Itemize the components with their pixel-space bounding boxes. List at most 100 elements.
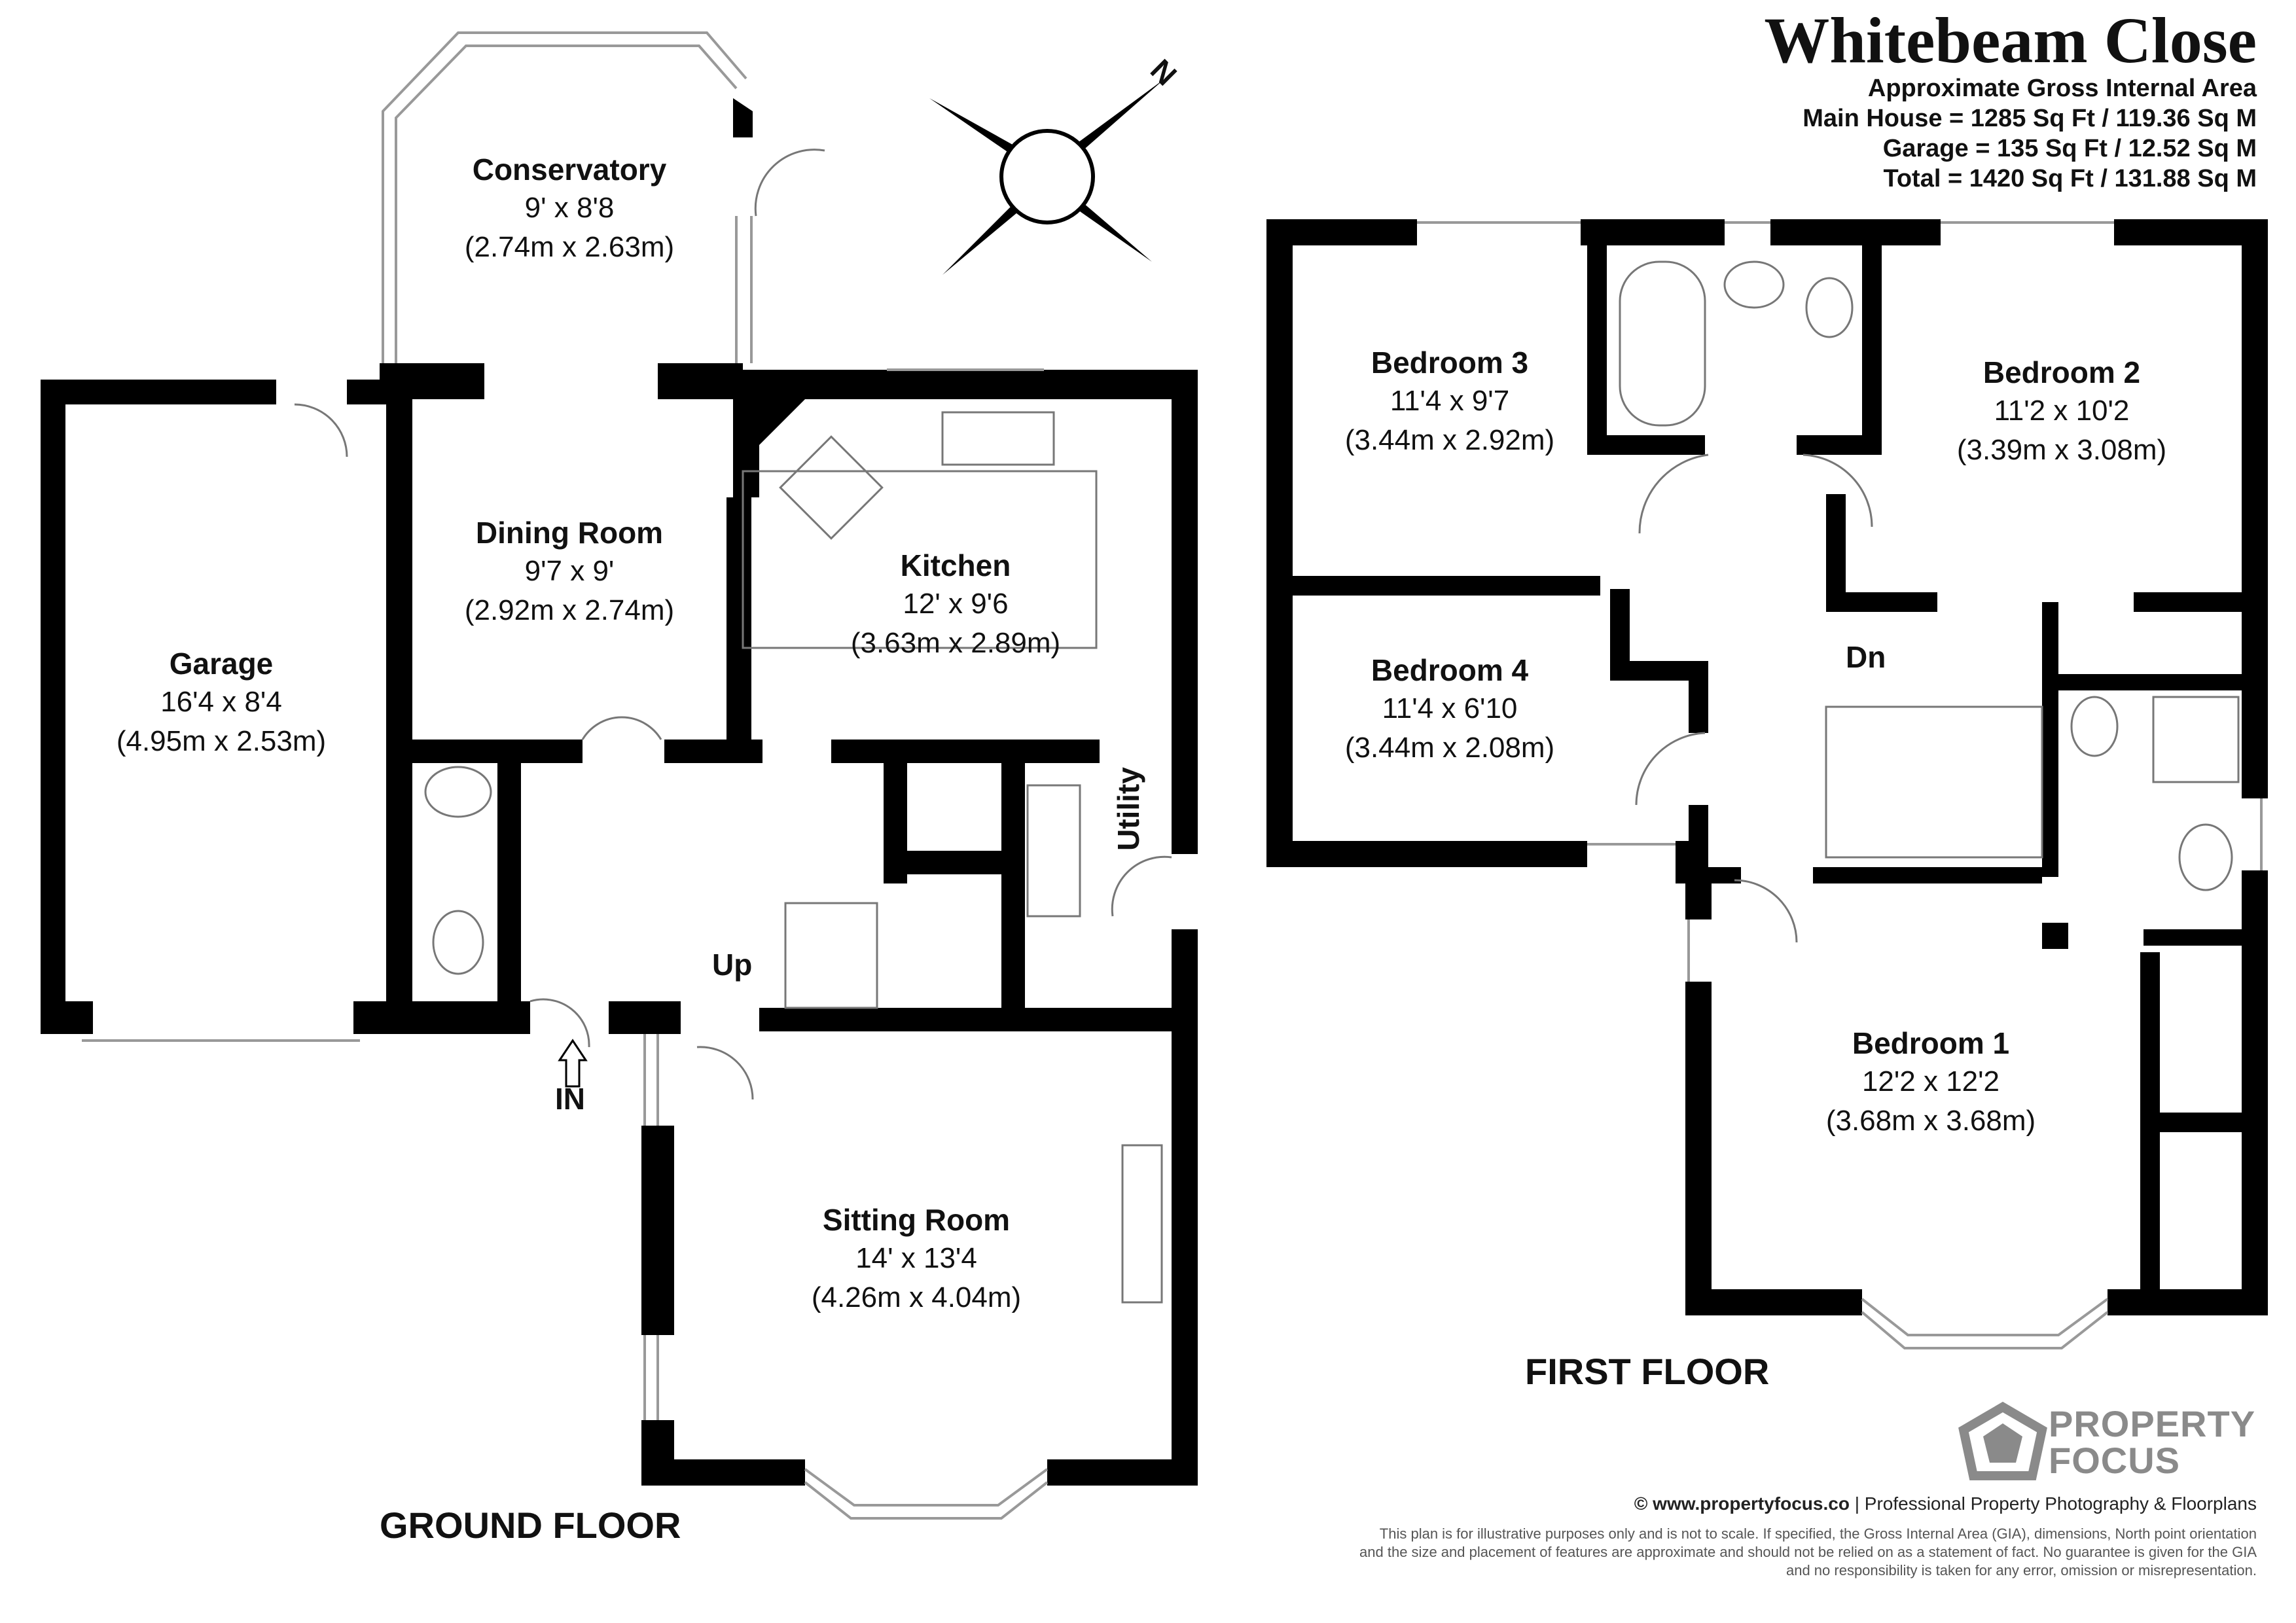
garage-name: Garage	[170, 647, 274, 681]
brand-name: PROPERTY FOCUS	[2049, 1406, 2255, 1479]
wall	[41, 1001, 93, 1034]
first-fixtures	[1619, 260, 2240, 943]
toilet-icon	[1805, 277, 1854, 338]
website-link[interactable]: © www.propertyfocus.co	[1634, 1493, 1850, 1514]
basin-icon	[1723, 260, 1785, 309]
wall	[641, 1126, 674, 1335]
ground-floor-walls	[41, 98, 1198, 1486]
wall	[641, 1008, 681, 1034]
wall	[1587, 435, 1705, 455]
property-title: Whitebeam Close	[1764, 4, 2257, 77]
wall	[2042, 923, 2068, 949]
shower-icon	[2152, 696, 2240, 783]
hob-icon	[779, 435, 884, 540]
bedroom1-name: Bedroom 1	[1852, 1026, 2009, 1060]
wall	[1280, 576, 1600, 596]
logo-mark-icon	[1958, 1401, 2047, 1480]
fireplace-icon	[1121, 1144, 1163, 1304]
wall	[1685, 982, 1712, 1315]
copyright: © www.propertyfocus.co | Professional Pr…	[1634, 1493, 2257, 1514]
stairs-down-label: Dn	[1846, 640, 1886, 674]
window	[804, 1481, 1049, 1520]
sitting-metric: (4.26m x 4.04m)	[812, 1281, 1021, 1313]
wall	[1172, 929, 1198, 1486]
wall	[2042, 674, 2251, 690]
tagline: | Professional Property Photography & Fl…	[1849, 1493, 2257, 1514]
counter	[742, 470, 1098, 649]
wall	[1266, 219, 1293, 867]
brand-line-1: PROPERTY	[2049, 1403, 2256, 1444]
compass-dial-icon	[999, 129, 1095, 224]
wall	[1770, 219, 1941, 245]
wall	[884, 851, 1001, 874]
ground-floor-label: GROUND FLOOR	[380, 1505, 681, 1546]
entrance-label: IN	[555, 1082, 585, 1116]
kitchen-name: Kitchen	[901, 548, 1011, 582]
window	[382, 31, 747, 363]
wall	[2108, 1289, 2268, 1315]
door-swing	[581, 716, 662, 740]
sink-icon	[1026, 784, 1081, 918]
wall	[733, 370, 1191, 497]
wall	[1689, 805, 1708, 864]
wall	[1280, 841, 1587, 867]
wall	[664, 740, 762, 763]
garage-imperial: 16'4 x 8'4	[160, 686, 282, 718]
brand-logo-icon	[1958, 1401, 2047, 1480]
area-main-house: Main House = 1285 Sq Ft / 119.36 Sq M	[1803, 105, 2257, 132]
stairs-icon	[784, 902, 878, 1009]
entrance-arrow-icon	[558, 1039, 588, 1088]
area-summary: Approximate Gross Internal Area Main Hou…	[1803, 73, 2257, 194]
wall	[2134, 592, 2251, 612]
bedroom1-metric: (3.68m x 3.68m)	[1826, 1105, 2036, 1137]
bedroom3-metric: (3.44m x 2.92m)	[1345, 424, 1554, 456]
wall	[497, 753, 521, 1014]
door-swing	[1638, 454, 1709, 534]
wall	[831, 740, 1100, 763]
door-swing	[529, 998, 590, 1048]
bedroom2-metric: (3.39m x 3.08m)	[1957, 434, 2166, 466]
wall	[1001, 753, 1025, 1014]
wall	[1813, 867, 2042, 883]
basin-icon	[2178, 823, 2233, 891]
toilet-icon	[432, 910, 484, 975]
wall	[759, 1008, 1198, 1031]
area-total: Total = 1420 Sq Ft / 131.88 Sq M	[1883, 165, 2257, 192]
bedroom2-imperial: 11'2 x 10'2	[1994, 395, 2130, 427]
wall	[1685, 880, 1712, 919]
sitting-imperial: 14' x 13'4	[855, 1242, 977, 1274]
window	[804, 1468, 1049, 1507]
door-swing	[294, 403, 348, 457]
first-floor-windows	[1417, 221, 2263, 1349]
wall	[1587, 239, 1607, 455]
bedroom3-imperial: 11'4 x 9'7	[1390, 385, 1509, 417]
window	[1861, 1311, 2109, 1349]
wall	[2042, 602, 2058, 877]
toilet-icon	[2070, 696, 2119, 757]
first-floor-label: FIRST FLOOR	[1525, 1351, 1769, 1392]
wall	[399, 1001, 530, 1034]
window	[1861, 1298, 2109, 1336]
kitchen-metric: (3.63m x 2.89m)	[851, 627, 1060, 659]
stairs-icon	[1825, 705, 2043, 859]
wall	[1172, 370, 1198, 854]
compass	[929, 79, 1165, 275]
bedroom4-metric: (3.44m x 2.08m)	[1345, 732, 1554, 764]
stairs-up-label: Up	[712, 948, 752, 982]
door-swing	[754, 149, 825, 217]
ground-fixtures	[294, 149, 1172, 1304]
wall	[658, 363, 743, 399]
bedroom3-name: Bedroom 3	[1371, 346, 1528, 380]
utility-label: Utility	[1111, 767, 1145, 851]
door-swing	[1734, 879, 1798, 943]
bedroom4-imperial: 11'4 x 6'10	[1382, 692, 1518, 724]
basin-icon	[424, 766, 492, 818]
bedroom1-imperial: 12'2 x 12'2	[1862, 1065, 2000, 1097]
wall	[1689, 661, 1708, 733]
kitchen-imperial: 12' x 9'6	[903, 588, 1008, 620]
dining-imperial: 9'7 x 9'	[525, 555, 615, 587]
door-swing	[696, 1046, 754, 1100]
wall	[2140, 1113, 2258, 1132]
bedroom4-name: Bedroom 4	[1371, 653, 1529, 687]
